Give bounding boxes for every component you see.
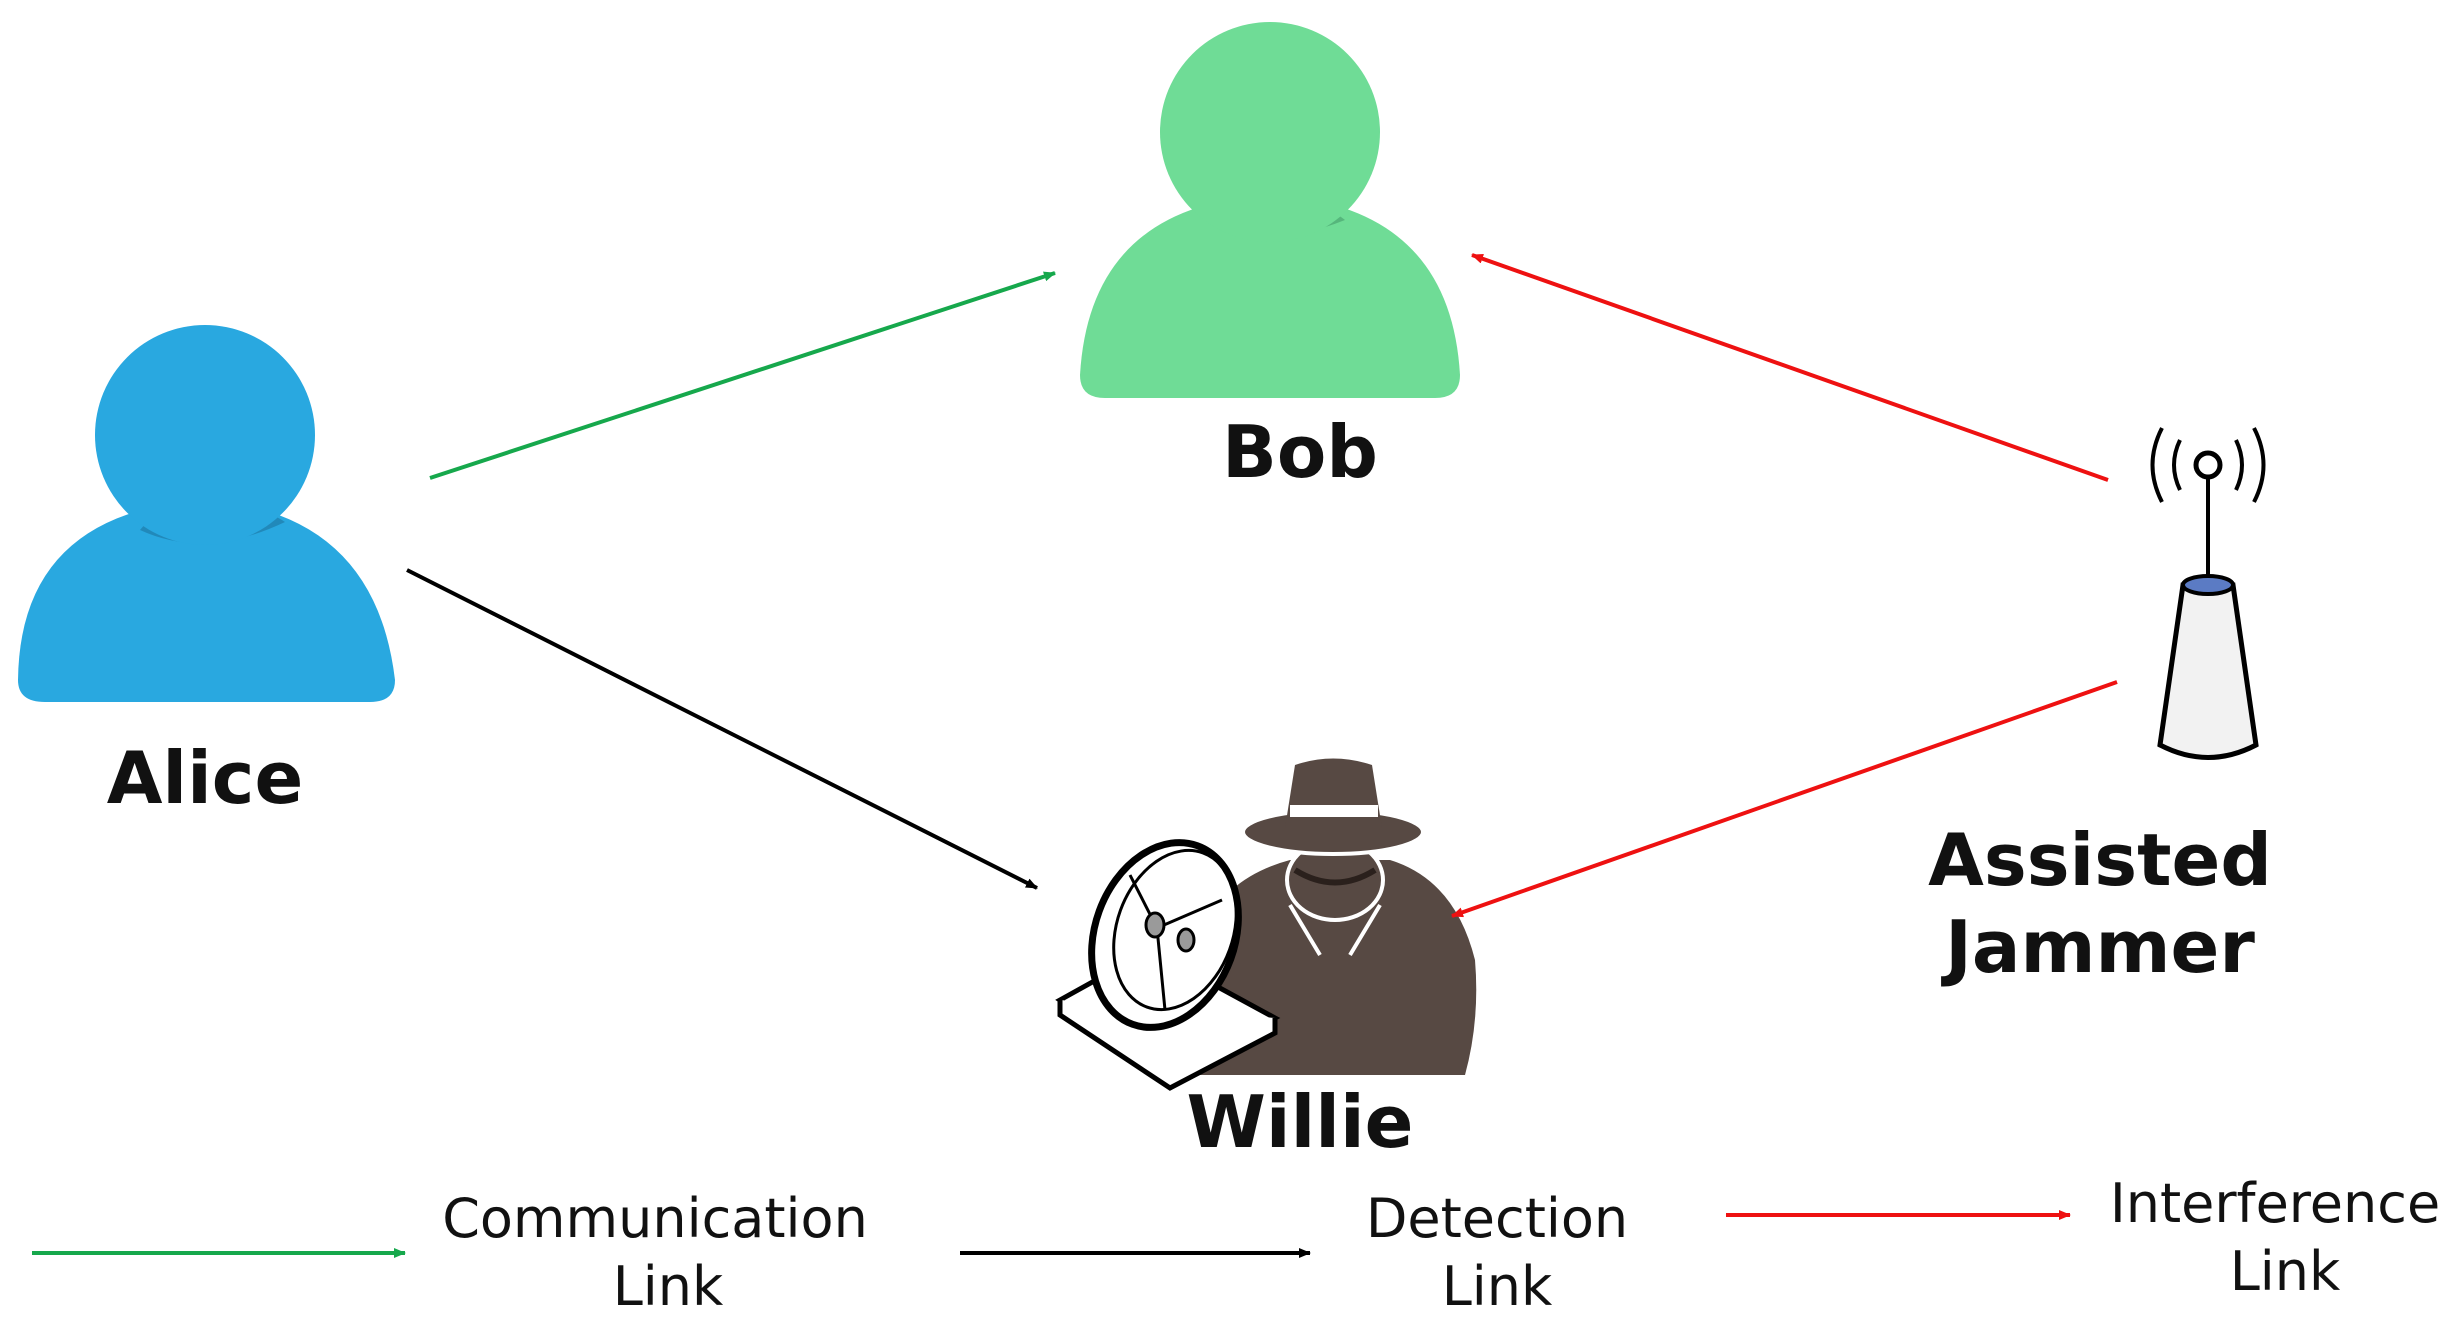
alice-label: Alice — [107, 736, 304, 820]
legend-detection-line2: Link — [1442, 1255, 1553, 1318]
legend-detection-line1: Detection — [1366, 1187, 1628, 1250]
jammer-node: Assisted Jammer — [1928, 427, 2272, 989]
jammer-label-line1: Assisted — [1928, 818, 2272, 902]
antenna-transmitter-icon — [2150, 427, 2266, 760]
legend-item-detection: Detection Link — [960, 1187, 1628, 1318]
legend-interference-line2: Link — [2230, 1240, 2341, 1303]
interference-link-jammer-bob — [1471, 253, 2109, 482]
satellite-dish-icon — [1055, 839, 1281, 1091]
legend-item-communication: Communication Link — [32, 1187, 868, 1318]
bob-node: Bob — [1080, 22, 1460, 494]
legend-communication-line1: Communication — [442, 1187, 868, 1250]
bob-user-icon — [1080, 22, 1460, 398]
legend-item-interference: Interference Link — [1726, 1172, 2440, 1303]
detection-link-alice-willie — [406, 568, 1038, 890]
willie-node: Willie — [1055, 758, 1477, 1164]
alice-node: Alice — [18, 325, 395, 820]
jammer-label-line2: Jammer — [1940, 905, 2255, 989]
willie-label: Willie — [1187, 1080, 1414, 1164]
bob-label: Bob — [1222, 410, 1378, 494]
links — [406, 253, 2118, 918]
interference-link-jammer-willie — [1451, 680, 2118, 918]
legend-interference-line1: Interference — [2110, 1172, 2440, 1235]
legend: Communication Link Detection Link Interf… — [32, 1172, 2440, 1318]
communication-link-alice-bob — [429, 271, 1056, 480]
alice-user-icon — [18, 325, 395, 702]
legend-communication-line2: Link — [613, 1255, 724, 1318]
